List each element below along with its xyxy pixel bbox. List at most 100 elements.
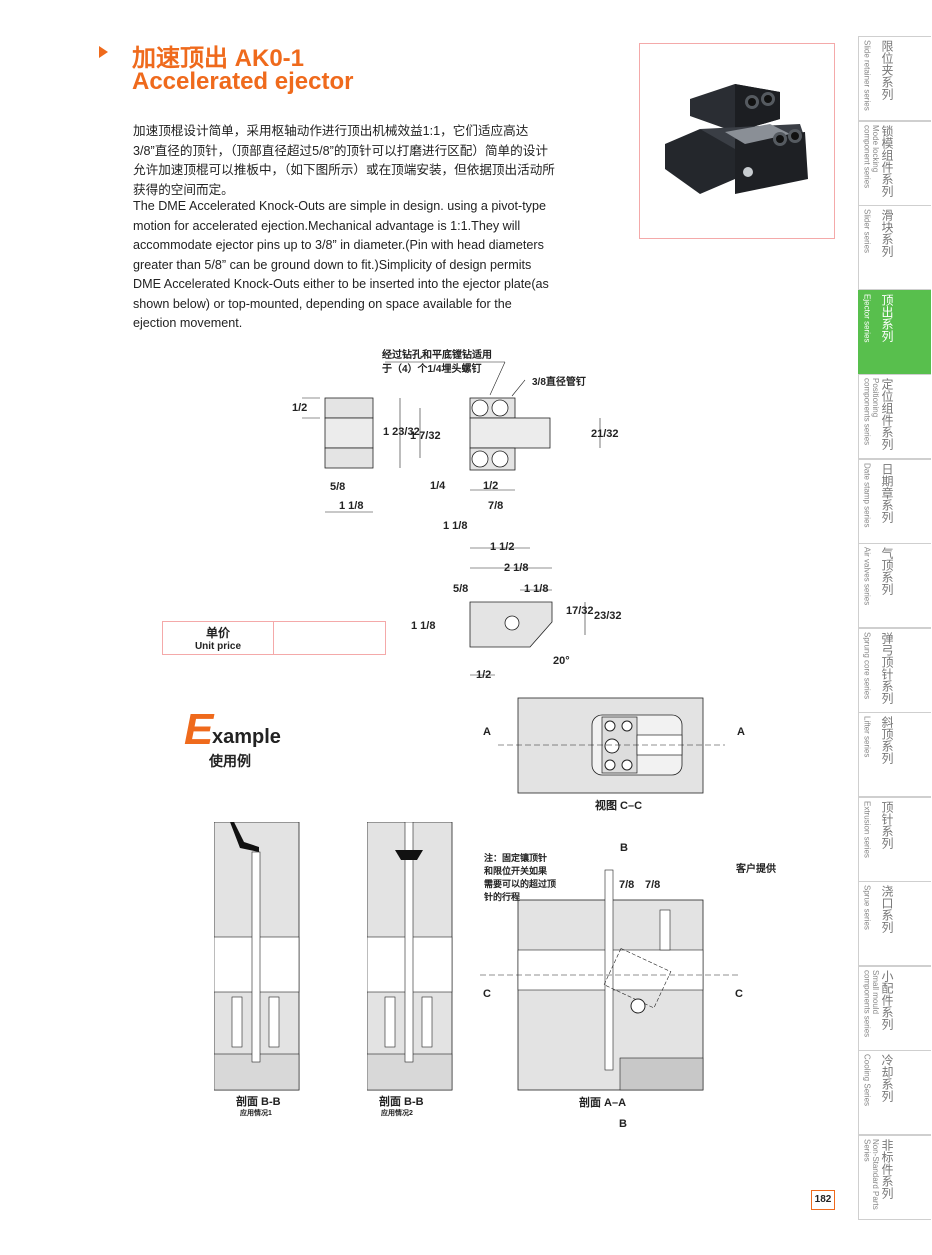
sidebar-tab[interactable]: 冷却系列 Cooling Series — [858, 1050, 931, 1135]
sidebar-tab-label-zh: 顶出系列 — [880, 293, 894, 342]
sidebar-tab[interactable]: 浇口系列 Sprue series — [858, 881, 931, 966]
a-right-marker: A — [737, 726, 745, 738]
customer-note: 客户提供 — [736, 864, 776, 875]
description-zh: 加速顶棍设计简单，采用枢轴动作进行顶出机械效益1:1，它们适应高达3/8”直径的… — [133, 124, 555, 197]
dim-1-7-32: 1 7/32 — [410, 430, 441, 442]
note-drill: 经过钻孔和平底镗钻适用 — [382, 350, 492, 361]
sidebar-tab[interactable]: 日期章系列 Date stamp series — [858, 458, 931, 544]
sidebar-tab-label-en: Sprung core series — [862, 631, 872, 699]
product-photo — [639, 43, 835, 239]
sidebar-tab-label-zh: 日期章系列 — [880, 462, 894, 523]
dim-78b: 7/8 — [645, 879, 661, 891]
c-left-marker: C — [483, 988, 491, 1000]
dim-5-8: 5/8 — [330, 481, 346, 493]
title-arrow-icon — [99, 46, 108, 58]
sidebar-tab-label-zh: 顶针系列 — [880, 800, 894, 849]
unit-price-label-zh: 单价 — [205, 626, 230, 640]
sidebar-tab-label-en: Cooling Series — [862, 1054, 872, 1107]
example-initial: E — [184, 705, 214, 754]
note-drill-2: 于（4）个1/4埋头螺钉 — [382, 364, 482, 375]
note-aa-2: 和限位开关如果 — [484, 866, 548, 876]
sidebar-tab-label-zh: 滑块系列 — [880, 209, 894, 257]
sidebar-tab[interactable]: 滑块系列 Slider series — [858, 205, 931, 290]
section-bb1-caption: 剖面 B-B — [236, 1096, 281, 1108]
sidebar-tab-label-en: Mode locking component series — [862, 124, 881, 188]
note-aa-3: 需要可以的超过顶 — [484, 879, 557, 889]
sidebar-tab-label-zh: 锁模组件系列 — [880, 124, 894, 197]
sidebar-tab-label-zh: 斜顶系列 — [880, 716, 894, 764]
unit-price-table: 单价 Unit price — [162, 621, 386, 655]
section-bb2-drawing — [367, 822, 453, 1091]
sidebar-tab[interactable]: 顶针系列 Extrusion series — [858, 796, 931, 882]
section-aa-drawing — [480, 869, 740, 1091]
dim-1-1-8d: 1 1/8 — [411, 620, 436, 632]
c-right-marker: C — [735, 988, 743, 1000]
sidebar-tab-label-zh: 冷却系列 — [880, 1054, 894, 1102]
a-left-marker: A — [483, 726, 491, 738]
note-aa-4: 针的行程 — [484, 892, 521, 902]
dim-1-2c: 1/2 — [476, 669, 492, 681]
example-heading-zh: 使用例 — [209, 753, 251, 769]
sidebar-tab-label-en: Positioning components series — [862, 378, 881, 446]
sidebar-tab-label-zh: 浇口系列 — [880, 885, 894, 933]
page-number: 182 — [811, 1190, 835, 1210]
sidebar-tab-label-zh: 定位组件系列 — [880, 378, 894, 450]
view-cc-caption: 视图 C–C — [595, 800, 643, 812]
sidebar-tab-label-en: Non-Standard Parts Series — [862, 1138, 881, 1210]
sidebar-tab[interactable]: 斜顶系列 Lifter series — [858, 712, 931, 797]
sidebar-tab[interactable]: 气顶系列 Air valves series — [858, 543, 931, 628]
section-bb1-drawing — [214, 822, 300, 1091]
sidebar-tab[interactable]: 顶出系列 Ejector series — [858, 289, 931, 375]
dim-1-2b: 1/2 — [483, 480, 499, 492]
dim-23-32: 23/32 — [594, 610, 622, 622]
sidebar-tab-label-en: Date stamp series — [862, 462, 872, 527]
view-cc-drawing — [498, 697, 725, 794]
section-bb2-caption: 剖面 B-B — [379, 1096, 424, 1108]
sidebar-tab-label-en: Slide retainer series — [862, 40, 872, 111]
note-aa-1: 注：固定镶顶针 — [484, 853, 548, 863]
dim-78a: 7/8 — [619, 879, 635, 891]
example-heading: xample — [212, 726, 281, 748]
dim-21-32: 21/32 — [591, 428, 619, 440]
section-bb1-sub: 应用情况1 — [240, 1110, 272, 1117]
b-top-marker: B — [620, 842, 628, 854]
sidebar-tab-label-en: Extrusion series — [862, 800, 872, 858]
note-pin: 3/8直径管钉 — [532, 377, 586, 388]
dim-2-1-8: 2 1/8 — [504, 562, 529, 574]
unit-price-label: 单价 Unit price — [163, 622, 274, 654]
dim-1-1-2: 1 1/2 — [490, 541, 515, 553]
sidebar-tab-label-zh: 弹弓顶针系列 — [880, 631, 894, 704]
dim-7-8: 7/8 — [488, 500, 504, 512]
dim-17-32: 17/32 — [566, 605, 594, 617]
description-en: The DME Accelerated Knock-Outs are simpl… — [133, 199, 549, 330]
sidebar-tab-label-en: Slider series — [862, 209, 872, 254]
sidebar-tab-label-zh: 小配件系列 — [880, 969, 894, 1030]
page-title-en: Accelerated ejector — [132, 68, 354, 95]
dim-1-23-32: 1 23/32 — [383, 426, 420, 438]
sidebar-tab-label-en: Ejector series — [862, 293, 872, 342]
sidebar-tab-label-zh: 气顶系列 — [880, 547, 894, 595]
dim-1-1-8c: 1 1/8 — [524, 583, 549, 595]
dim-1-1-8: 1 1/8 — [339, 500, 364, 512]
dim-5-8b: 5/8 — [453, 583, 469, 595]
section-bb2-sub: 应用情况2 — [381, 1110, 413, 1117]
ejector-block-image — [665, 84, 808, 194]
b-bottom-marker: B — [619, 1118, 627, 1130]
dim-20-deg: 20° — [553, 655, 570, 667]
sidebar-tab-label-zh: 非标件系列 — [880, 1138, 894, 1199]
dimension-drawing — [302, 361, 601, 676]
sidebar-tab-label-en: Small mould components series — [862, 969, 881, 1037]
section-aa-caption: 剖面 A–A — [579, 1097, 627, 1109]
sidebar-tab[interactable]: 弹弓顶针系列 Sprung core series — [858, 627, 931, 713]
dim-1-2: 1/2 — [292, 402, 308, 414]
sidebar-tab-label-en: Air valves series — [862, 547, 872, 606]
sidebar-tab-label-en: Lifter series — [862, 716, 872, 758]
dim-1-1-8b: 1 1/8 — [443, 520, 468, 532]
sidebar-tab-label-en: Sprue series — [862, 885, 872, 930]
